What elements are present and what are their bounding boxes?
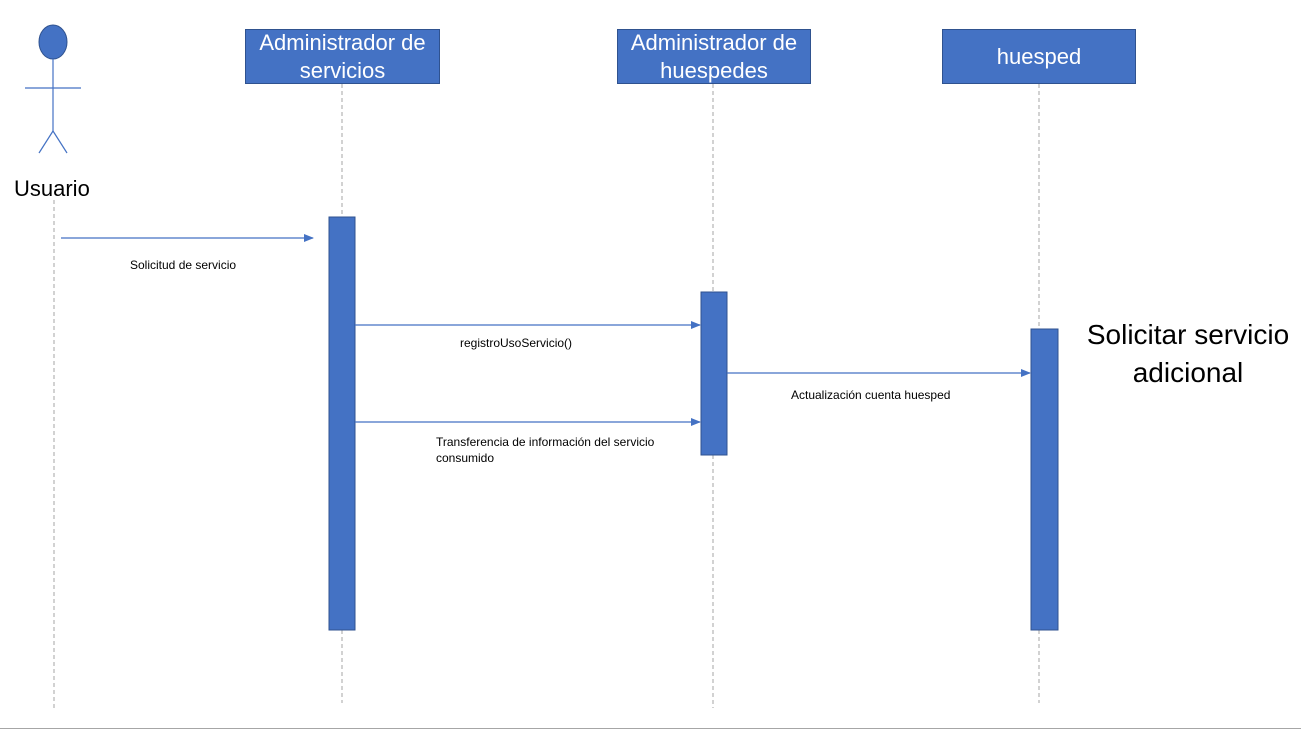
actor-label: Usuario — [14, 176, 90, 201]
message-label-transferencia-informacion: Transferencia de información del servici… — [436, 434, 654, 466]
note-line2: adicional — [1132, 357, 1244, 388]
message-label-registro-uso-servicio: registroUsoServicio() — [460, 336, 573, 350]
message-label-line2: consumido — [436, 451, 495, 465]
bottom-divider — [0, 728, 1301, 729]
message-label-actualizacion-cuenta: Actualización cuenta huesped — [791, 388, 951, 402]
activation-bar-admin-servicios — [328, 216, 356, 631]
lifeline-header-line1: Administrador de — [630, 29, 798, 55]
diagram-note: Solicitar servicio adicional — [1076, 316, 1300, 392]
note-line1: Solicitar servicio — [1086, 319, 1290, 350]
lifeline-header-huesped: huesped — [942, 29, 1136, 84]
lifeline-header-line2: huespedes — [660, 57, 768, 83]
message-label-line1: Transferencia de información del servici… — [436, 435, 655, 449]
activation-bar-admin-huespedes — [700, 291, 728, 456]
message-label-solicitud-servicio: Solicitud de servicio — [130, 258, 237, 272]
stick-figure-actor-icon — [25, 24, 81, 154]
activation-bar-huesped — [1030, 328, 1059, 631]
lifeline-header-admin-huespedes: Administrador de huespedes — [617, 29, 811, 84]
lifeline-header-line2: servicios — [299, 57, 386, 83]
lifeline-header-line1: Administrador de — [259, 29, 426, 55]
lifeline-header-line1: huesped — [996, 43, 1082, 69]
lifeline-header-admin-servicios: Administrador de servicios — [245, 29, 440, 84]
